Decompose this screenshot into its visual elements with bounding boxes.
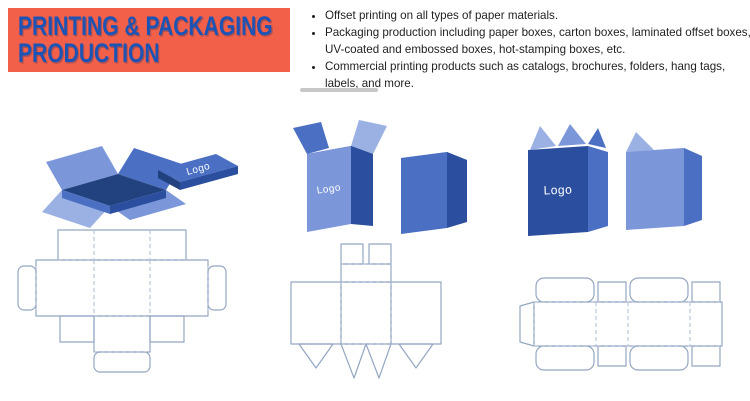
tray-dieline — [17, 229, 227, 373]
plain-box-3d — [626, 132, 702, 230]
tuck-box-dieline — [519, 277, 723, 371]
closed-carton-3d — [401, 152, 467, 234]
tuck-box-illustration: Logo — [519, 124, 723, 371]
feature-item-offset-printing: Offset printing on all types of paper ma… — [325, 8, 750, 24]
tray-box-illustration: Logo — [17, 146, 238, 373]
panel-tall-carton: Logo — [255, 112, 495, 396]
open-carton-3d: Logo — [293, 120, 387, 232]
tall-carton-illustration: Logo — [290, 120, 467, 379]
page-title-line2: PRODUCTION — [18, 38, 160, 68]
carton-logo-label: Logo — [316, 182, 342, 196]
underline-accent — [300, 88, 378, 92]
box-lid-3d: Logo — [158, 154, 238, 190]
feature-item-commercial-printing: Commercial printing products such as cat… — [325, 59, 750, 92]
logo-box-3d: Logo — [528, 124, 608, 236]
panel-tuck-box: Logo — [504, 112, 744, 396]
feature-list: Offset printing on all types of paper ma… — [312, 8, 750, 93]
page-title-line1: PRINTING & PACKAGING — [18, 11, 273, 41]
title-banner: PRINTING & PACKAGING PRODUCTION — [8, 8, 290, 72]
box-logo-label: Logo — [543, 183, 572, 198]
open-box-3d — [42, 146, 186, 228]
feature-item-packaging-production: Packaging production including paper box… — [325, 25, 750, 58]
panel-tray-box: Logo — [6, 112, 246, 396]
tall-carton-dieline — [290, 243, 442, 379]
illustration-panels: Logo — [6, 112, 744, 396]
